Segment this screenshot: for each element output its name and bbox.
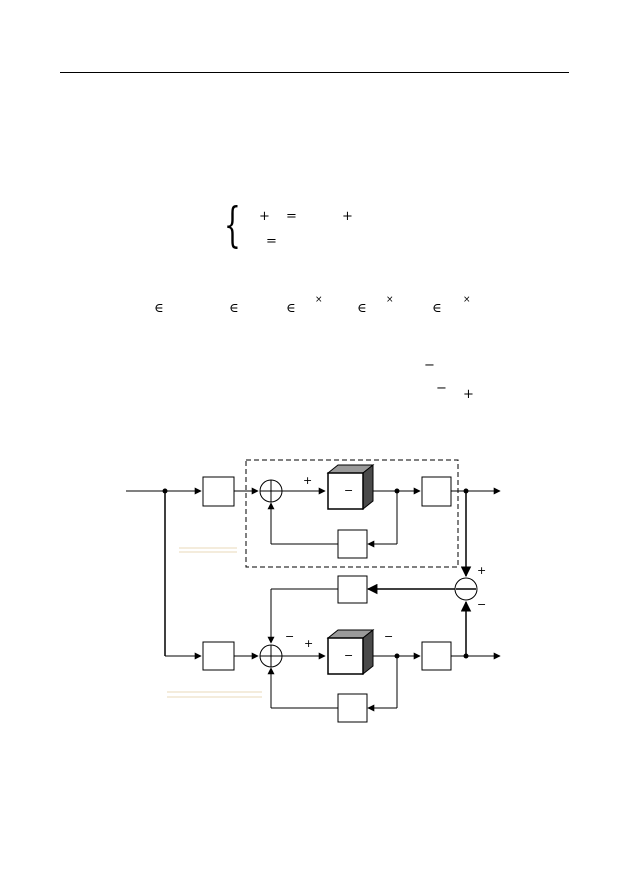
times-symbol-3: × [463, 295, 471, 305]
expr-minus-1: − [424, 358, 435, 373]
error-plus-sign: + [477, 564, 486, 577]
in-symbol-1: ∈ [154, 301, 164, 316]
bottom-input-block [202, 641, 235, 671]
top-input-block [202, 476, 235, 507]
top-feedback-block [337, 529, 368, 559]
bottom-output-node [463, 653, 469, 659]
times-symbol-2: × [386, 295, 394, 305]
coupling-block [337, 575, 368, 604]
times-symbol-1: × [315, 295, 323, 305]
eq-equals-b: = [266, 234, 277, 249]
bottom-plant-block [327, 637, 364, 675]
equation-brace: { [224, 197, 241, 253]
top-plant-block [327, 472, 364, 510]
top-output-block [421, 476, 452, 507]
in-symbol-5: ∈ [432, 301, 442, 316]
top-plant-sign: − [344, 484, 353, 497]
bottom-sum-plus: + [304, 637, 313, 650]
top-plant-cube-side [362, 463, 374, 511]
bottom-feedback-block [337, 693, 368, 723]
bottom-output-minus: − [384, 630, 393, 643]
bottom-plant-cube-side [362, 628, 374, 676]
bottom-output-block [421, 641, 452, 671]
in-symbol-4: ∈ [357, 301, 367, 316]
eq-plus-b: + [342, 209, 353, 224]
header-rule [60, 72, 569, 73]
eq-plus-a: + [259, 209, 270, 224]
bottom-plant-sign: − [344, 649, 353, 662]
eq-equals-a: = [286, 209, 297, 224]
expr-minus-2: − [436, 381, 447, 396]
bottom-sum-minus: − [285, 630, 294, 643]
top-sum-sign: + [303, 474, 312, 487]
in-symbol-3: ∈ [286, 301, 296, 316]
in-symbol-2: ∈ [229, 301, 239, 316]
expr-plus-1: + [463, 387, 474, 402]
error-minus-sign: − [477, 598, 486, 611]
top-loop-boundary [245, 459, 459, 568]
